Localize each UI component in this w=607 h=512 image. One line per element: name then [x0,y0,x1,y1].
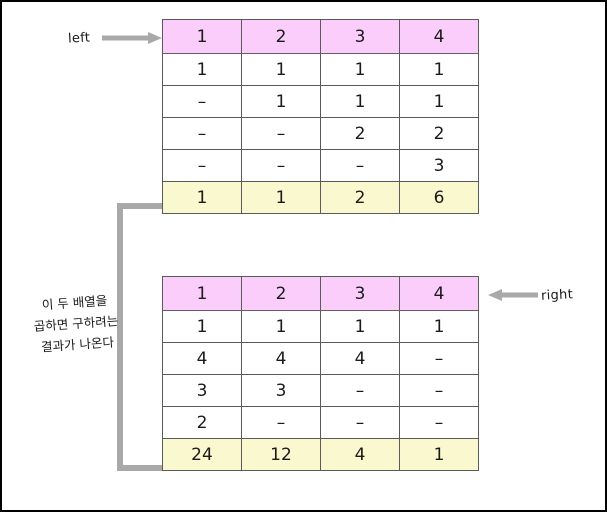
data-cell: – [320,406,400,439]
header-cell: 1 [162,19,242,54]
data-cell: – [399,406,479,439]
data-cell: – [320,149,400,182]
table-row: – – 2 2 [162,117,479,150]
data-cell: 1 [241,310,321,343]
table-row-sum: 1 1 2 6 [162,181,479,214]
sum-cell: 2 [320,181,400,214]
data-cell: – [399,342,479,375]
table-row-sum: 24 12 4 1 [162,438,479,471]
sum-cell: 6 [399,181,479,214]
sum-rows-bracket [117,203,166,471]
right-label: right [540,287,574,304]
data-cell: 1 [162,310,242,343]
header-cell: 4 [399,276,479,311]
data-cell: 1 [399,310,479,343]
data-cell: – [241,149,321,182]
table-row: – 1 1 1 [162,85,479,118]
header-cell: 3 [320,276,400,311]
header-cell: 3 [320,19,400,54]
data-cell: 4 [162,342,242,375]
data-cell: 1 [399,85,479,118]
left-arrow-icon [102,32,162,44]
data-cell: – [399,374,479,407]
right-arrow-icon [488,289,538,301]
data-cell: 3 [162,374,242,407]
table-row: – – – 3 [162,149,479,182]
right-table: 1 2 3 4 1 1 1 1 4 4 4 – 3 3 – – [162,276,479,471]
data-cell: 4 [241,342,321,375]
table-row: 3 3 – – [162,374,479,407]
data-cell: 1 [399,53,479,86]
data-cell: – [162,117,242,150]
data-cell: – [162,149,242,182]
sum-cell: 1 [399,438,479,471]
table-row: 1 2 3 4 [162,19,479,54]
header-cell: 2 [241,19,321,54]
header-cell: 4 [399,19,479,54]
data-cell: 1 [320,310,400,343]
data-cell: 2 [399,117,479,150]
table-row: 2 – – – [162,406,479,439]
data-cell: – [162,85,242,118]
left-label: left [67,30,91,47]
data-cell: – [241,406,321,439]
table-row: 4 4 4 – [162,342,479,375]
table-row: 1 1 1 1 [162,310,479,343]
header-cell: 2 [241,276,321,311]
data-cell: 3 [241,374,321,407]
sum-cell: 12 [241,438,321,471]
data-cell: – [241,117,321,150]
data-cell: 1 [320,85,400,118]
sum-cell: 24 [162,438,242,471]
table-row: 1 2 3 4 [162,276,479,311]
sum-cell: 1 [162,181,242,214]
data-cell: 1 [320,53,400,86]
data-cell: – [320,374,400,407]
data-cell: 1 [241,53,321,86]
data-cell: 3 [399,149,479,182]
sum-cell: 4 [320,438,400,471]
sum-cell: 1 [241,181,321,214]
data-cell: 1 [162,53,242,86]
header-cell: 1 [162,276,242,311]
data-cell: 2 [320,117,400,150]
data-cell: 2 [162,406,242,439]
data-cell: 4 [320,342,400,375]
korean-note: 이 두 배열을 곱하면 구하려는 결과가 나온다 [33,292,119,355]
data-cell: 1 [241,85,321,118]
table-row: 1 1 1 1 [162,53,479,86]
left-table: 1 2 3 4 1 1 1 1 – 1 1 1 – – 2 2 [162,19,479,214]
